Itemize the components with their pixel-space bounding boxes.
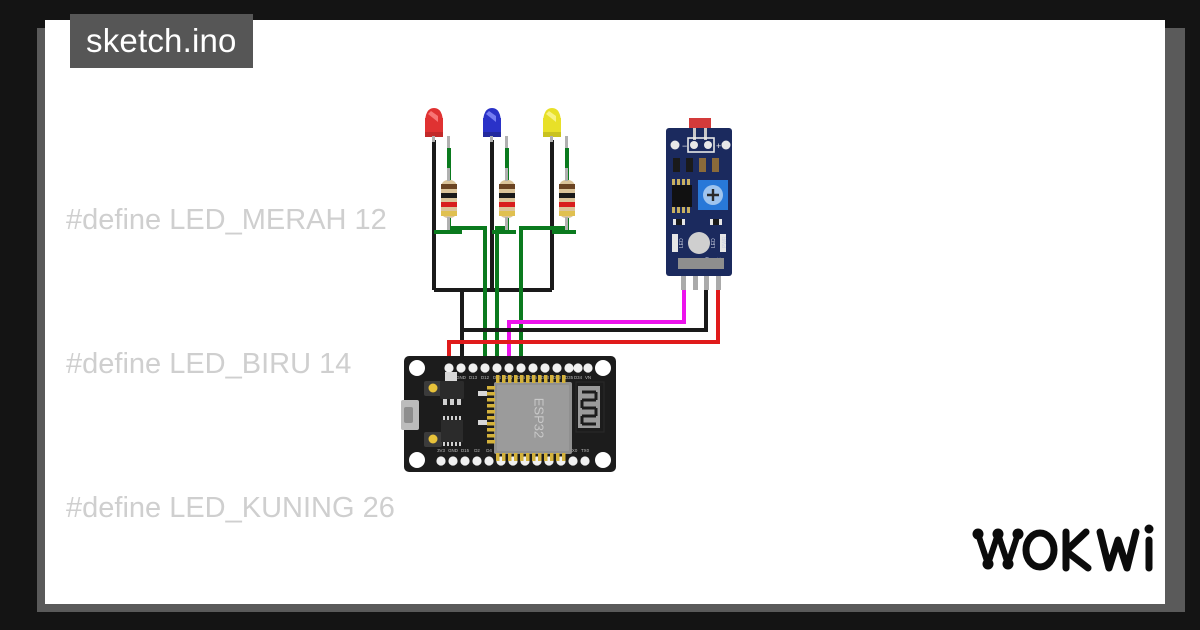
wokwi-logo (968, 518, 1158, 580)
tab-sketch-ino[interactable]: sketch.ino (70, 14, 253, 68)
code-line-1: #define LED_MERAH 12 (66, 204, 387, 236)
code-line-2: #define LED_BIRU 14 (66, 348, 352, 380)
code-line-3: #define LED_KUNING 26 (66, 492, 395, 524)
code-editor[interactable]: #define LED_MERAH 12 #define LED_BIRU 14… (66, 100, 686, 630)
